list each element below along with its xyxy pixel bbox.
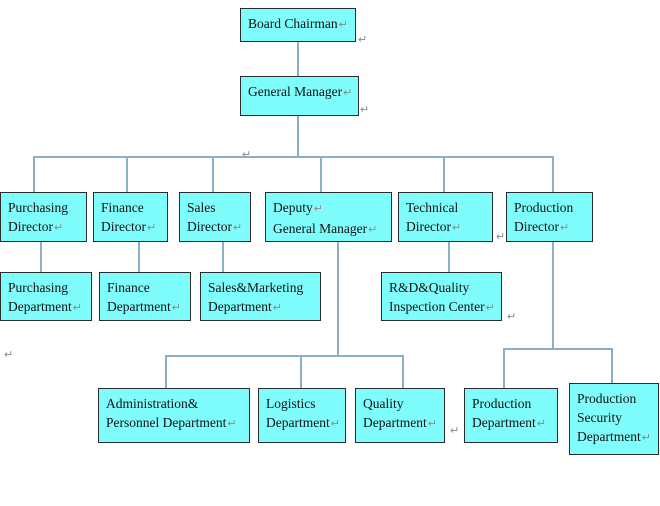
- node-label-line: Sales: [187, 200, 216, 215]
- node-label-line: Inspection Center↵: [389, 299, 495, 314]
- connector-technical-director-to-rd: [448, 242, 450, 272]
- node-label-line: Department↵: [472, 415, 546, 430]
- connector-drop-finance-director: [126, 156, 128, 192]
- node-deputy-general-manager[interactable]: Deputy↵ General Manager↵: [265, 192, 392, 242]
- paragraph-mark-icon: ↵: [427, 418, 437, 430]
- connector-production-director-trunk-down: [552, 242, 554, 348]
- paragraph-mark-icon: ↵: [641, 432, 651, 444]
- paragraph-mark-chairman-icon: ↵: [358, 34, 368, 46]
- connector-purchasing-director-to-department: [40, 242, 42, 272]
- node-label-line: Security: [577, 410, 622, 425]
- paragraph-mark-icon: ↵: [171, 302, 181, 314]
- connector-drop-deputy-gm: [320, 156, 322, 192]
- node-label-line: Logistics: [266, 396, 316, 411]
- node-label-line: Purchasing: [8, 280, 68, 295]
- node-label-line: Director↵: [514, 219, 570, 234]
- paragraph-mark-icon: ↵: [227, 418, 237, 430]
- paragraph-mark-icon: ↵: [272, 302, 282, 314]
- node-label-line: General Manager↵: [248, 84, 353, 99]
- connector-drop-purchasing-director: [33, 156, 35, 192]
- connector-drop-technical-director: [443, 156, 445, 192]
- connector-director-bus: [33, 156, 553, 158]
- node-label-line: Finance: [107, 280, 150, 295]
- connector-drop-production-director: [552, 156, 554, 192]
- node-label-line: Production: [514, 200, 574, 215]
- node-label-line: Production: [577, 391, 637, 406]
- paragraph-mark-rd-center-icon: ↵: [507, 311, 517, 323]
- connector-production-director-bus: [503, 348, 613, 350]
- connector-deputy-gm-trunk-down: [337, 242, 339, 355]
- paragraph-mark-left-margin-icon: ↵: [4, 349, 14, 361]
- node-label-line: Department↵: [577, 429, 651, 444]
- connector-drop-administration: [165, 355, 167, 388]
- node-label-line: Production: [472, 396, 532, 411]
- paragraph-mark-icon: ↵: [343, 87, 353, 99]
- node-label-line: Personnel Department↵: [106, 415, 237, 430]
- node-label-line: Deputy↵: [273, 200, 323, 215]
- paragraph-mark-icon: ↵: [536, 418, 546, 430]
- connector-drop-quality: [402, 355, 404, 388]
- paragraph-mark-icon: ↵: [232, 222, 243, 234]
- node-label-line: Director↵: [101, 219, 157, 234]
- paragraph-mark-gm-icon: ↵: [360, 104, 370, 116]
- paragraph-mark-quality-icon: ↵: [450, 425, 460, 437]
- paragraph-mark-icon: ↵: [53, 222, 64, 234]
- node-label-line: Department↵: [266, 415, 340, 430]
- paragraph-mark-production-director-icon: ↵: [496, 231, 506, 243]
- node-label-line: Finance: [101, 200, 144, 215]
- node-board-chairman[interactable]: Board Chairman↵: [240, 8, 356, 42]
- node-label-line: Director↵: [406, 219, 462, 234]
- paragraph-mark-icon: ↵: [146, 222, 157, 234]
- connector-drop-production-security: [611, 348, 613, 383]
- node-label-line: Department↵: [208, 299, 282, 314]
- connector-drop-logistics: [300, 355, 302, 388]
- paragraph-mark-icon: ↵: [72, 302, 82, 314]
- connector-drop-production-department: [503, 348, 505, 388]
- paragraph-mark-icon: ↵: [485, 302, 495, 314]
- paragraph-mark-icon: ↵: [313, 203, 323, 215]
- node-label-line: Director↵: [8, 219, 64, 234]
- paragraph-mark-icon: ↵: [451, 222, 462, 234]
- connector-sales-director-to-department: [222, 242, 224, 272]
- paragraph-mark-bus-icon: ↵: [242, 149, 252, 161]
- node-label-line: R&D&Quality: [389, 280, 470, 295]
- node-general-manager[interactable]: General Manager↵: [240, 76, 359, 116]
- paragraph-mark-icon: ↵: [338, 19, 348, 31]
- node-label-line: General Manager↵: [273, 221, 378, 236]
- connector-deputy-gm-bus: [165, 355, 404, 357]
- node-label-line: Quality: [363, 396, 404, 411]
- node-label-line: Administration&: [106, 396, 199, 411]
- connector-drop-sales-director: [212, 156, 214, 192]
- connector-finance-director-to-department: [138, 242, 140, 272]
- node-label-line: Department↵: [107, 299, 181, 314]
- node-administration-personnel-department[interactable]: Administration&Personnel Department↵: [98, 388, 250, 443]
- connector-gm-trunk-down: [297, 116, 299, 156]
- node-label-line: Department↵: [363, 415, 437, 430]
- paragraph-mark-icon: ↵: [330, 418, 340, 430]
- connector-chairman-to-gm: [297, 42, 299, 76]
- node-label-line: Sales&Marketing: [208, 280, 304, 295]
- node-label-line: Board Chairman↵: [248, 16, 348, 31]
- paragraph-mark-icon: ↵: [559, 222, 570, 234]
- node-label-line: Technical: [406, 200, 459, 215]
- node-label-line: Department↵: [8, 299, 82, 314]
- node-label-line: Director↵: [187, 219, 243, 234]
- node-label-line: Purchasing: [8, 200, 68, 215]
- paragraph-mark-icon: ↵: [368, 224, 378, 236]
